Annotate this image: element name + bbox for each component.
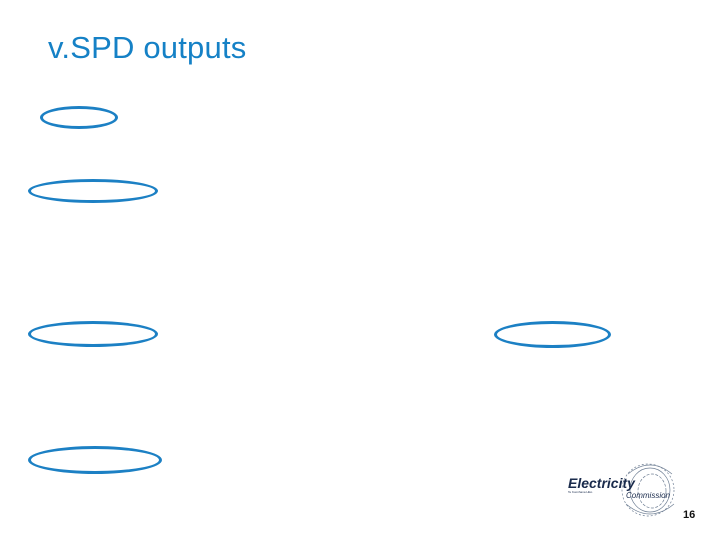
highlight-ellipse xyxy=(494,321,611,348)
logo-subtitle: Commission xyxy=(626,491,671,500)
highlight-ellipse xyxy=(28,446,162,474)
highlight-ellipse xyxy=(28,321,158,347)
electricity-commission-logo-graphic: Electricity Te Komihana Hiko Commission xyxy=(568,463,675,517)
highlight-ellipse xyxy=(40,106,118,129)
logo-tagline: Te Komihana Hiko xyxy=(568,490,593,494)
page-number: 16 xyxy=(683,509,696,521)
electricity-commission-logo: Electricity Te Komihana Hiko Commission xyxy=(562,460,692,522)
logo-wordmark: Electricity xyxy=(568,475,636,491)
slide-title: v.SPD outputs xyxy=(48,30,247,65)
highlight-ellipse xyxy=(28,179,158,203)
